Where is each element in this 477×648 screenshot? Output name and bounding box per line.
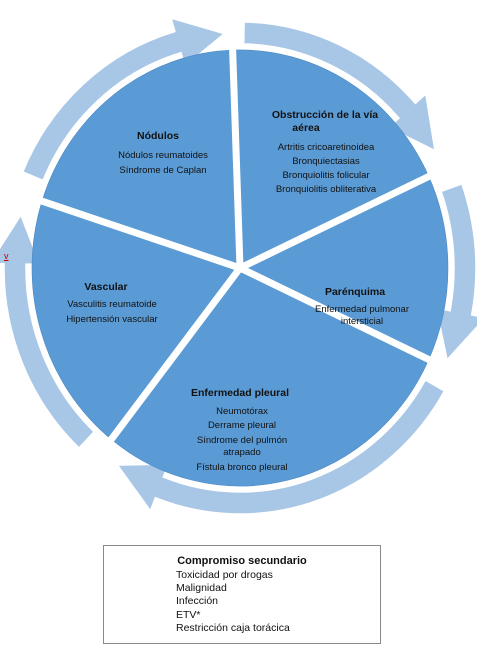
segment-parenquima <box>239 175 449 361</box>
nodulos-item: Síndrome de Caplan <box>119 165 206 176</box>
nodulos-title: Nódulos <box>137 130 179 142</box>
list-item: Restricción caja torácica <box>176 621 290 634</box>
segment-obstruccion-via-aerea <box>232 49 429 269</box>
list-item: ETV* <box>176 608 201 621</box>
segment-separators <box>2 10 467 474</box>
segment-separator <box>2 184 242 272</box>
pleural-item: Neumotórax <box>216 406 268 417</box>
cycle-arrow <box>21 17 226 182</box>
segment-separator <box>238 264 467 381</box>
cycle-arrow <box>242 21 436 152</box>
list-item: Infección <box>176 595 219 608</box>
segment-separator <box>84 265 243 474</box>
obstruccion-title-line: aérea <box>292 122 320 134</box>
cycle-diagram: Nódulos Nódulos reumatoides Síndrome de … <box>0 10 477 515</box>
secondary-list: Toxicidad por drogas Malignidad Infecció… <box>176 569 290 635</box>
segment-vascular <box>31 200 241 441</box>
pleural-item: Derrame pleural <box>208 420 276 431</box>
pleural-item: atrapado <box>223 447 261 458</box>
pleural-item: Fístula bronco pleural <box>196 462 287 473</box>
secondary-title: Compromiso secundario <box>177 555 307 567</box>
pleural-item: Síndrome del pulmón <box>197 435 287 446</box>
pleural-title: Enfermedad pleural <box>191 387 289 399</box>
secondary-involvement-box: Compromiso secundario Toxicidad por drog… <box>103 545 381 644</box>
obstruccion-item: Bronquiolitis folicular <box>282 170 369 181</box>
list-item: Malignidad <box>176 582 227 595</box>
obstruccion-item: Bronquiolitis obliterativa <box>276 184 377 195</box>
cycle-arrow <box>0 213 96 449</box>
stray-link-mark: v <box>4 251 9 261</box>
obstruccion-item: Artritis cricoaretinoidea <box>278 142 375 153</box>
segment-nodulos <box>41 49 241 269</box>
vascular-item: Hipertensión vascular <box>66 314 157 325</box>
segment-separator <box>238 155 467 272</box>
obstruccion-item: Bronquiectasias <box>292 156 360 167</box>
vascular-title: Vascular <box>84 281 127 293</box>
cycle-arrows <box>0 17 477 515</box>
list-item: Toxicidad por drogas <box>176 569 273 581</box>
parenquima-item: Enfermedad pulmonar <box>315 304 409 315</box>
parenquima-item: intersticial <box>341 316 383 327</box>
obstruccion-title-line: Obstrucción de la vía <box>272 109 378 121</box>
cycle-arrow <box>116 378 446 515</box>
parenquima-title: Parénquima <box>325 286 385 298</box>
nodulos-item: Nódulos reumatoides <box>118 150 208 161</box>
vascular-item: Vasculitis reumatoide <box>67 299 157 310</box>
segment-separator <box>227 10 244 269</box>
cycle-arrow <box>435 182 477 362</box>
